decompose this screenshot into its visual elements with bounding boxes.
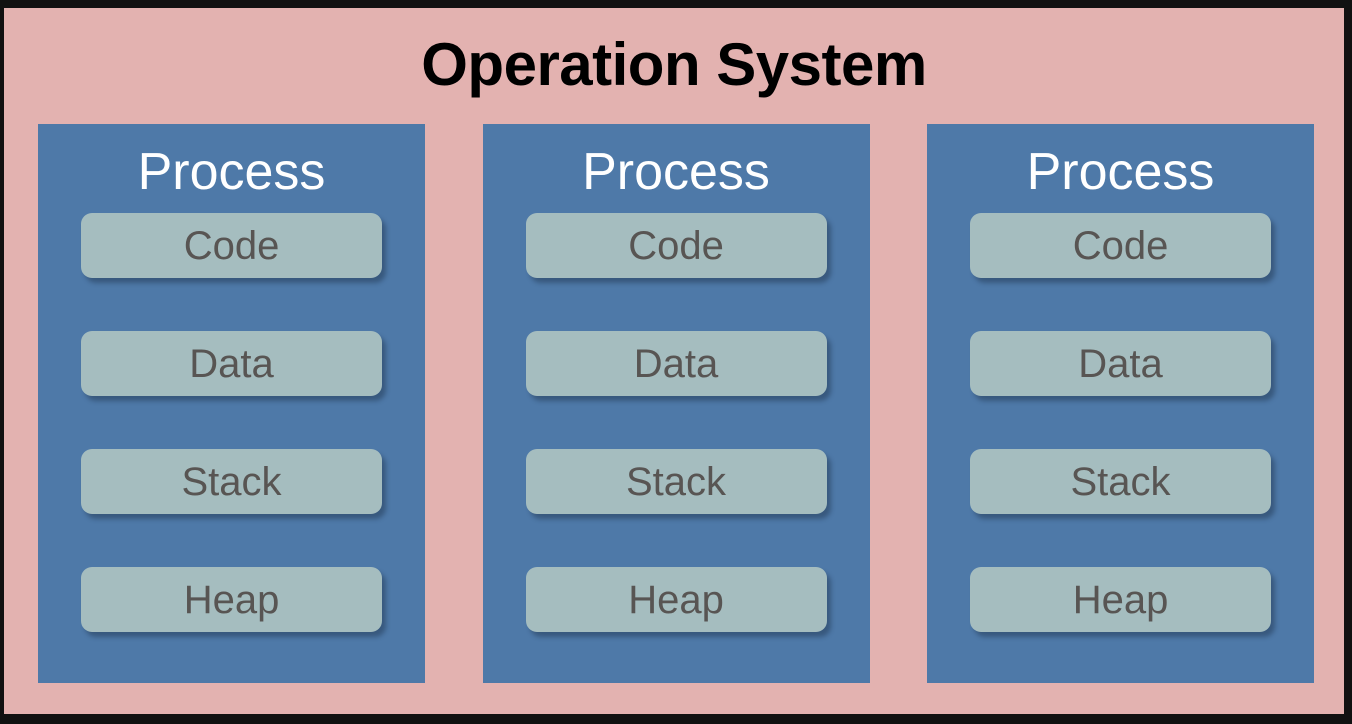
segment-list: Code Data Stack Heap — [483, 213, 870, 632]
process-heading: Process — [137, 143, 326, 201]
segment-data: Data — [970, 331, 1271, 396]
process-box-2: Process Code Data Stack Heap — [482, 124, 870, 683]
diagram-title: Operation System — [421, 31, 927, 98]
segment-label: Stack — [625, 459, 727, 504]
segment-stack: Stack — [525, 449, 827, 514]
segment-stack: Stack — [81, 449, 382, 514]
segment-label: Code — [628, 223, 724, 268]
segment-list: Code Data Stack Heap — [927, 213, 1314, 632]
segment-label: Stack — [1070, 459, 1171, 504]
segment-code: Code — [81, 213, 382, 278]
segment-label: Heap — [1072, 577, 1169, 622]
segment-label: Heap — [628, 577, 724, 622]
segment-heap: Heap — [525, 567, 827, 632]
segment-heap: Heap — [970, 567, 1271, 632]
segment-label: Data — [189, 341, 274, 386]
segment-list: Code Data Stack Heap — [38, 213, 425, 632]
process-heading: Process — [582, 143, 770, 201]
segment-data: Data — [81, 331, 382, 396]
segment-code: Code — [525, 213, 827, 278]
segment-code: Code — [970, 213, 1271, 278]
segment-label: Data — [1078, 341, 1163, 386]
segment-label: Code — [183, 223, 280, 268]
segment-label: Heap — [183, 577, 280, 622]
segment-label: Data — [633, 341, 719, 386]
process-box-1: Process Code Data Stack Heap — [38, 124, 425, 683]
segment-stack: Stack — [970, 449, 1271, 514]
segment-heap: Heap — [81, 567, 382, 632]
process-heading: Process — [1026, 143, 1215, 201]
process-row: Process Code Data Stack Heap — [38, 124, 1314, 683]
process-box-3: Process Code Data Stack Heap — [927, 124, 1314, 683]
segment-data: Data — [525, 331, 827, 396]
diagram-canvas: Operation System Process Code Data Stack — [4, 8, 1344, 714]
segment-label: Code — [1072, 223, 1169, 268]
segment-label: Stack — [181, 459, 282, 504]
